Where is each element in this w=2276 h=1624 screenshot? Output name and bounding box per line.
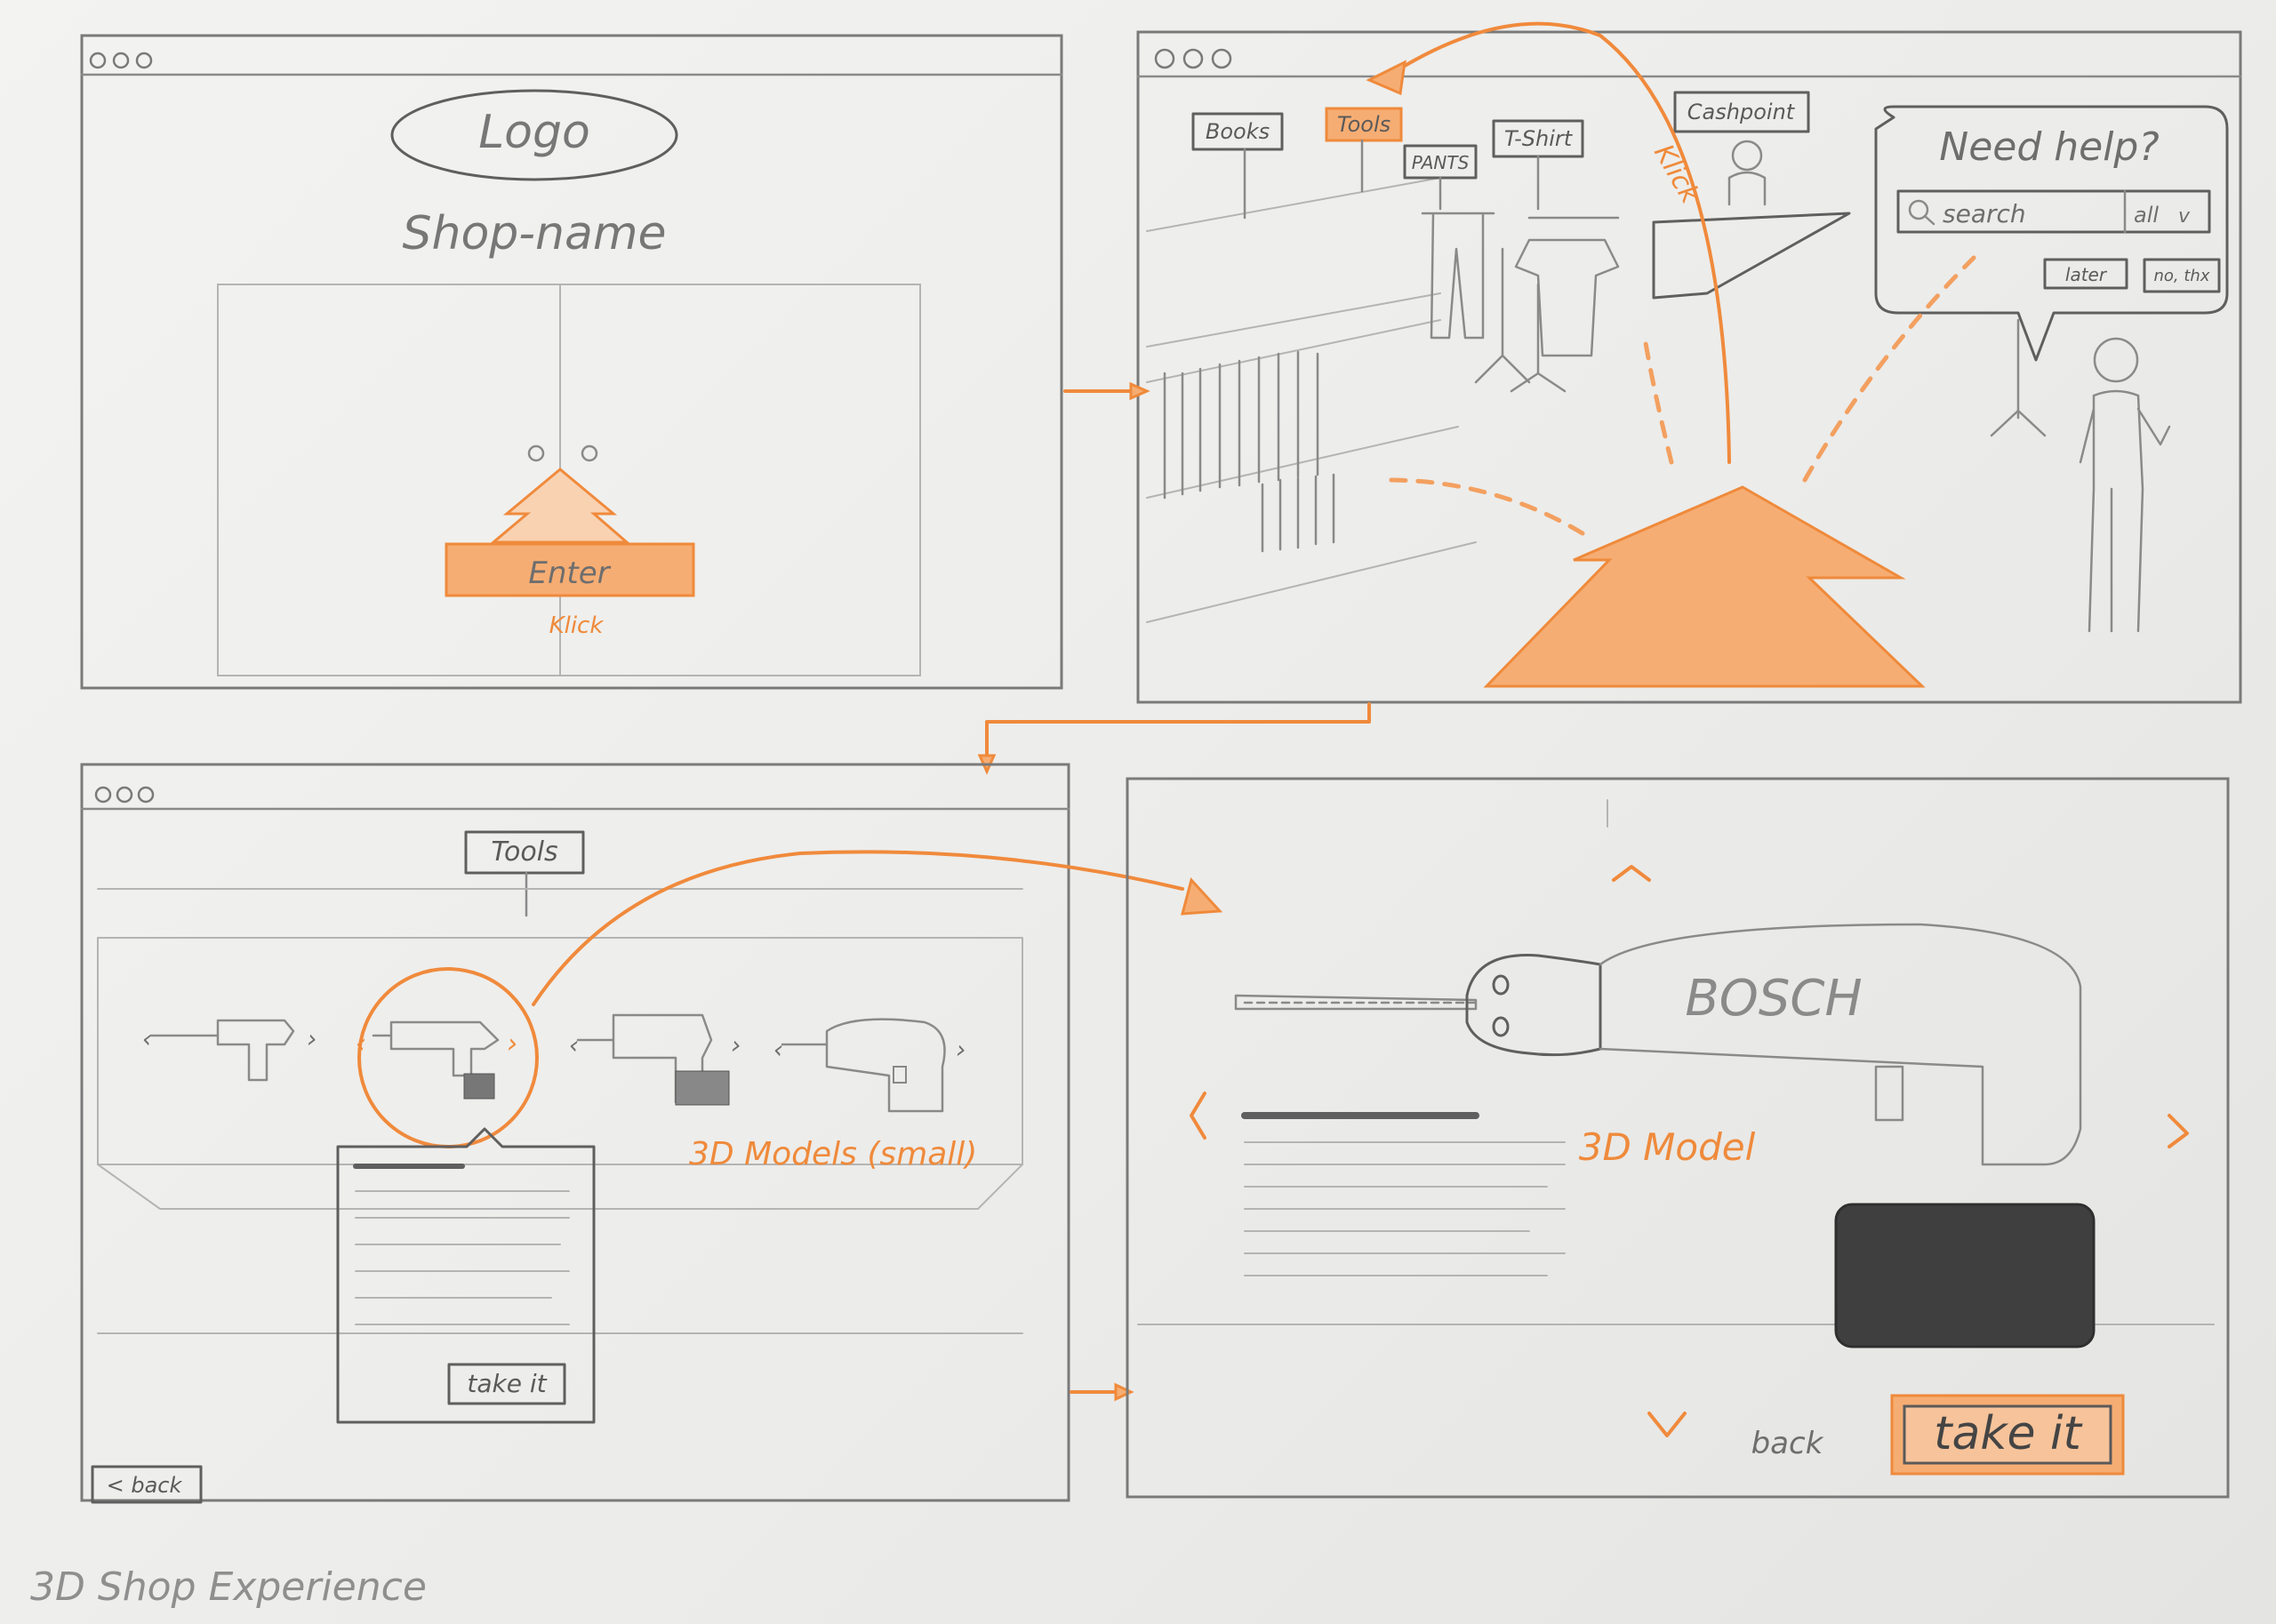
- frame-tools-shelf: Tools ‹ › ‹ › ‹ › ‹ › 3D Models (small): [80, 763, 1223, 1504]
- product-description-placeholder: [1244, 1141, 1566, 1276]
- user-avatar-arrow-icon: [1483, 485, 1926, 688]
- sign-tshirt[interactable]: T-Shirt: [1492, 119, 1584, 211]
- back-button[interactable]: [91, 1465, 203, 1504]
- path-to-tools: [1394, 21, 1731, 464]
- window-controls: [1154, 48, 1232, 69]
- chevron-left-icon[interactable]: ‹: [569, 1030, 579, 1060]
- help-bubble: Need help? search all v later no, thx: [1874, 105, 2229, 437]
- arrow-head-icon: [1366, 60, 1406, 96]
- flow-arrow-3-4-head-icon: [1114, 1382, 1134, 1402]
- search-icon: [1908, 199, 1929, 220]
- no-thx-button-label: no, thx: [2154, 267, 2210, 285]
- chevron-right-icon[interactable]: ›: [507, 1028, 517, 1060]
- chevron-right-icon[interactable]: ›: [731, 1030, 741, 1060]
- frame-landing: Logo Shop-name Enter Klick: [80, 34, 1063, 690]
- path-to-clothes: [1642, 335, 1674, 465]
- search-input[interactable]: [1896, 189, 2211, 234]
- sign-pants-label: PANTS: [1412, 152, 1470, 173]
- frame-3d-detail: BOSCH 3D Model back take it: [1126, 777, 2230, 1499]
- sign-tshirt-label: T-Shirt: [1504, 126, 1574, 151]
- storyboard-caption: 3D Shop Experience: [30, 1564, 427, 1610]
- path-to-books: [1384, 477, 1585, 536]
- chevron-left-icon[interactable]: ‹: [142, 1024, 152, 1053]
- search-placeholder: search: [1943, 199, 2026, 228]
- enter-note: Klick: [549, 612, 605, 639]
- sign-cashpoint[interactable]: Cashpoint: [1673, 91, 1810, 133]
- sign-pants[interactable]: PANTS: [1403, 144, 1478, 211]
- path-to-help: [1802, 255, 1976, 483]
- helper-person-icon: [2079, 337, 2171, 633]
- later-button-label: later: [2065, 264, 2108, 285]
- chevron-left-icon[interactable]: ‹: [773, 1035, 783, 1064]
- window-controls: [94, 786, 155, 804]
- search-filter-select[interactable]: all: [2134, 203, 2159, 228]
- tshirt-rack-icon: [1510, 216, 1620, 393]
- product-info-popup: take it: [336, 1127, 596, 1424]
- sign-tools[interactable]: Tools: [1325, 107, 1403, 193]
- chevron-left-icon[interactable]: ‹: [356, 1028, 366, 1060]
- avatar-eye-left: [527, 444, 545, 462]
- browser-window: [80, 763, 1070, 1502]
- take-it-button-label: take it: [1934, 1407, 2082, 1460]
- cashier-figure-icon: [1727, 140, 1767, 206]
- pants-rack-icon: [1421, 212, 1531, 384]
- browser-window: [80, 34, 1063, 690]
- battery-pack-icon: [1834, 1203, 2096, 1348]
- drill-model-small-3-icon[interactable]: [576, 1013, 730, 1106]
- flow-arrow-model-to-detail: [532, 850, 1184, 1006]
- shelf-structure: [97, 888, 1023, 1334]
- avatar-eye-right: [581, 444, 598, 462]
- shelf-sign-label: Tools: [491, 836, 557, 868]
- flow-arrow-model-head-icon: [1181, 876, 1223, 916]
- cash-counter: [1652, 212, 1851, 300]
- sign-cashpoint-label: Cashpoint: [1687, 100, 1796, 124]
- take-it-button-small[interactable]: [447, 1363, 566, 1405]
- back-button-label: < back: [107, 1473, 183, 1498]
- drill-model-small-4-icon[interactable]: [781, 1018, 946, 1113]
- rotate-down-icon[interactable]: [1647, 1412, 1687, 1437]
- logo-text: Logo: [478, 106, 590, 159]
- take-it-button-small-label: take it: [467, 1369, 547, 1398]
- back-link[interactable]: back: [1751, 1426, 1824, 1461]
- enter-button[interactable]: [445, 542, 695, 597]
- help-title: Need help?: [1939, 124, 2159, 170]
- shelf-sign: [464, 830, 585, 875]
- take-it-button-inner: [1903, 1404, 2112, 1465]
- book-shelves: [1146, 177, 1477, 623]
- sign-books[interactable]: Books: [1191, 112, 1284, 220]
- corridor-outline: [217, 284, 921, 676]
- flow-arrow-1-2-head-icon: [1129, 381, 1150, 401]
- window-controls: [89, 52, 153, 69]
- rotate-up-icon[interactable]: [1612, 865, 1651, 882]
- sign-tools-label: Tools: [1337, 112, 1390, 137]
- frame-store: Books Tools PANTS T-Shirt Cashpoint: [1136, 21, 2242, 704]
- chevron-right-icon[interactable]: ›: [307, 1024, 317, 1053]
- chevron-down-icon: v: [2178, 205, 2191, 228]
- logo-ellipse: [390, 89, 678, 181]
- shop-name: Shop-name: [402, 207, 666, 260]
- flow-arrow-2-3: [985, 702, 1371, 759]
- no-thx-button[interactable]: [2143, 258, 2221, 293]
- brand-label: BOSCH: [1685, 970, 1862, 1028]
- models-label: 3D Models (small): [689, 1136, 977, 1172]
- rotate-right-icon[interactable]: [2168, 1114, 2189, 1148]
- rotate-left-icon[interactable]: [1190, 1092, 1206, 1140]
- later-button[interactable]: [2043, 258, 2128, 290]
- avatar-arrow-icon: [489, 468, 631, 544]
- drill-model-small-2-icon[interactable]: [372, 1020, 500, 1100]
- model-label: 3D Model: [1579, 1125, 1756, 1169]
- enter-button-label: Enter: [528, 556, 611, 591]
- drill-3d-model-icon: BOSCH: [1234, 923, 2096, 1348]
- drill-model-small-1-icon[interactable]: [149, 1019, 295, 1082]
- browser-window: [1126, 777, 2230, 1499]
- browser-window: [1136, 30, 2242, 704]
- chevron-right-icon[interactable]: ›: [956, 1035, 966, 1064]
- sign-books-label: Books: [1206, 119, 1270, 144]
